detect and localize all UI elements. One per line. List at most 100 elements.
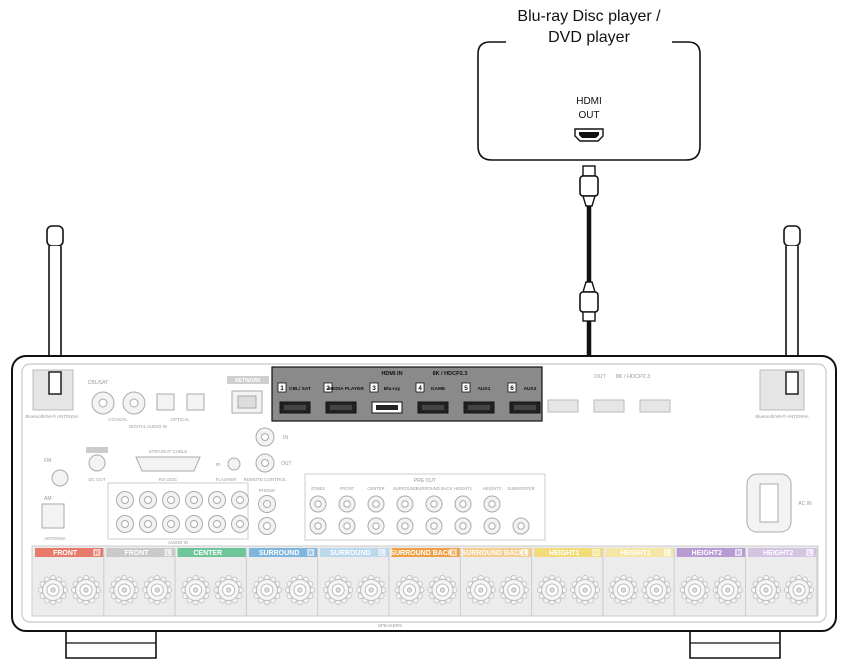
hdmi-input-number-box [369,382,379,393]
phono-jack[interactable] [258,495,276,513]
pre-out-jack[interactable] [425,495,443,513]
speaker-terminal[interactable] [284,575,315,605]
optical-jack-2[interactable] [186,393,205,411]
speaker-group-header [748,548,817,557]
speaker-terminal[interactable] [213,575,244,605]
svg-text:RS-232C: RS-232C [159,477,178,482]
player-hdmi-out-port[interactable] [574,128,604,142]
audio-in-jack[interactable] [116,491,134,509]
optical-jack-1[interactable] [156,393,175,411]
svg-text:CBL/SAT: CBL/SAT [88,380,108,386]
pre-out-jack[interactable] [454,495,472,513]
speaker-terminal[interactable] [251,575,282,605]
svg-text:OUT: OUT [281,461,292,467]
pre-out-jack[interactable] [338,517,356,535]
speaker-terminal[interactable] [38,575,68,605]
pre-out-jack[interactable] [512,517,530,535]
audio-in-jack[interactable] [116,515,134,533]
speaker-terminal[interactable] [570,575,601,605]
pre-out-jack[interactable] [483,517,501,535]
speaker-terminal[interactable] [394,575,425,605]
audio-in-jack[interactable] [208,491,226,509]
audio-in-jack[interactable] [231,491,249,509]
audio-in-jack[interactable] [162,491,180,509]
cable-connector-bottom [579,281,599,322]
phono-jack[interactable] [258,517,276,535]
hdmi-out-port-1[interactable] [547,399,579,413]
pre-out-jack[interactable] [425,517,443,535]
speaker-terminal[interactable] [323,575,354,605]
svg-text:PRE OUT: PRE OUT [414,478,436,484]
speaker-terminal[interactable] [751,575,781,605]
pre-out-jack[interactable] [309,495,327,513]
hdmi-input-port-slot [376,405,398,410]
pre-out-jack[interactable] [483,495,501,513]
pre-out-channel-label: FRONT [340,486,355,491]
am-antenna-terminal[interactable] [41,503,65,529]
dc-out-jack[interactable] [88,454,106,472]
pre-out-jack[interactable] [454,517,472,535]
speaker-terminal[interactable] [608,575,639,605]
svg-text:ANTENNA: ANTENNA [44,536,66,541]
hdmi-input-label: AUX1 [478,386,491,392]
svg-text:IN: IN [283,435,288,441]
hdmi-in-title: HDMI IN [381,371,402,377]
hdmi-input-number-box [277,382,287,393]
audio-in-jack[interactable] [162,515,180,533]
pre-out-jack[interactable] [396,517,414,535]
speaker-terminal[interactable] [180,575,211,605]
speaker-terminal[interactable] [712,575,743,605]
speaker-terminal[interactable] [679,575,710,605]
pre-out-channel-label: SURROUND BACK [416,486,453,491]
pre-out-jack[interactable] [367,517,385,535]
hdmi-out-port-3[interactable] [639,399,671,413]
svg-text:FLASHER: FLASHER [216,477,238,482]
hdmi-input-label: CBL/ SAT [289,386,311,392]
audio-in-jacks [116,491,276,535]
speaker-terminal[interactable] [142,575,173,605]
pre-out-channel-label: CENTER [367,486,384,491]
pre-out-jack[interactable] [396,495,414,513]
speaker-terminal[interactable] [356,575,387,605]
speaker-group-header [605,548,674,557]
hdmi-out-port-2[interactable] [593,399,625,413]
speaker-terminal[interactable] [784,575,814,605]
audio-in-jack[interactable] [208,515,226,533]
pre-out-jack[interactable] [309,517,327,535]
antenna-base-right: Bluetooth/Wi-Fi ANTENNA [755,369,809,419]
hdmi-input-number: 3 [372,385,376,392]
audio-in-jack[interactable] [139,491,157,509]
speaker-terminal[interactable] [109,575,140,605]
av-receiver: Bluetooth/Wi-Fi ANTENNA Bluetooth/Wi-Fi … [11,355,837,632]
audio-in-jack[interactable] [185,515,203,533]
speaker-terminal[interactable] [641,575,672,605]
speaker-terminal[interactable] [427,575,458,605]
speaker-terminal[interactable] [537,575,568,605]
network-section: NETWORK [227,376,269,414]
fm-antenna-jack[interactable] [51,469,69,487]
pre-out-jack[interactable] [367,495,385,513]
audio-in-jack[interactable] [139,515,157,533]
speaker-terminal[interactable] [498,575,529,605]
flasher-jack[interactable] [227,457,241,471]
hdmi-input-number: 4 [418,385,422,392]
audio-in-jack[interactable] [185,491,203,509]
speaker-group-side: L [665,551,669,557]
speaker-terminal[interactable] [465,575,496,605]
rs232c-port[interactable] [135,456,201,472]
pre-out-jack[interactable] [338,495,356,513]
svg-text:NETWORK: NETWORK [235,378,261,384]
speaker-group-header [106,548,175,557]
speaker-terminal[interactable] [71,575,101,605]
speaker-group-header [676,548,745,557]
audio-in-jack[interactable] [231,515,249,533]
